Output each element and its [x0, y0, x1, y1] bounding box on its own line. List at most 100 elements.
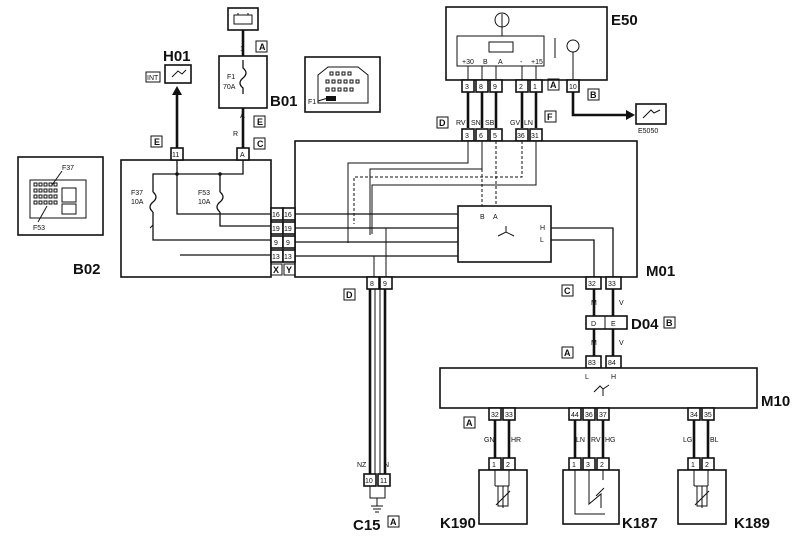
m01-int-ln [371, 141, 537, 234]
m10-pin-83: 83 [588, 360, 596, 367]
m01-ecu-b: B [480, 214, 485, 221]
m10-pin-35: 35 [704, 412, 712, 419]
b01-conn-top-box [255, 40, 268, 53]
k189-pin-1: 1 [691, 462, 695, 469]
k187-wire-rv: RV [591, 437, 601, 444]
m01-conn-d: D [439, 118, 446, 128]
m01-ecu-box [457, 205, 552, 263]
k190-pin-2: 2 [506, 462, 510, 469]
m01-pin-b8: 8 [370, 281, 374, 288]
k189-wire-bl: BL [710, 437, 719, 444]
c15-wire-n-label: N [384, 462, 389, 469]
b02-feed-9 [152, 212, 271, 241]
e50-pin-9: 9 [493, 84, 497, 91]
b02-pin-19: 19 [272, 226, 280, 233]
m10-pin-33: 33 [505, 412, 513, 419]
m10-pin-36: 36 [585, 412, 593, 419]
e50-conn-a: A [550, 80, 557, 90]
b02-conn-b01-box [253, 137, 266, 150]
c15-conn: A [390, 517, 397, 527]
m01-pin-32: 32 [588, 281, 596, 288]
e5050-label: E5050 [638, 128, 658, 135]
e50-pin-3: 3 [465, 84, 469, 91]
m10-pin-34: 34 [690, 412, 698, 419]
k190-label: K190 [440, 515, 476, 532]
c15-pin-10: 10 [365, 478, 373, 485]
e5050-arrow-icon [626, 110, 635, 120]
d04-wire-m-upper: M [591, 300, 597, 307]
m10-icon [593, 384, 610, 396]
m01-pin-9: 9 [286, 240, 290, 247]
inset-left-f53: F53 [33, 225, 45, 232]
k187-pin-3: 3 [586, 462, 590, 469]
k190-wire-gn: GN [484, 437, 495, 444]
b02-fuse53-label: F53 [198, 190, 210, 197]
d04-upper-d: D [591, 321, 596, 328]
d04-box [585, 315, 628, 330]
b01-fuse-rating: 70A [223, 84, 236, 91]
b01-conn-top: A [259, 42, 266, 52]
k187-box [562, 469, 620, 525]
e50-internal-block [456, 35, 545, 67]
k187-pin-2: 2 [600, 462, 604, 469]
h01-arrow-icon [172, 86, 182, 95]
m01-wire-ln: LN [524, 120, 533, 127]
d04-wire-m-lower: M [591, 340, 597, 347]
m01-pin-b9: 9 [383, 281, 387, 288]
b02-pin-13: 13 [272, 254, 280, 261]
e50-pin-top-1: B [483, 59, 488, 66]
b01-conn-bot-box [253, 115, 266, 128]
k190-pin-1: 1 [492, 462, 496, 469]
e50-pin-8: 8 [479, 84, 483, 91]
k189-resistor [696, 485, 708, 507]
d04-wire-v-lower: V [619, 340, 624, 347]
k187-pin-1: 1 [572, 462, 576, 469]
d04-label: D04 [631, 316, 659, 333]
m01-conn-f: F [547, 112, 553, 122]
m10-label: M10 [761, 393, 790, 410]
m01-conn-c-box [561, 284, 574, 297]
b02-fuse53 [216, 191, 224, 213]
k190-wire-hr: HR [511, 437, 521, 444]
m01-ecu-icon [497, 226, 515, 237]
d04-wire-v-upper: V [619, 300, 624, 307]
b02-fuse37-label: F37 [131, 190, 143, 197]
k189-wire-lg: LG [683, 437, 692, 444]
b02-label: B02 [73, 261, 101, 278]
m01-pin-36: 36 [517, 133, 525, 140]
e50-chip [488, 41, 514, 53]
m01-int-sn [369, 141, 483, 235]
e50-conn-b-box [587, 88, 600, 101]
h01-label: H01 [163, 48, 191, 65]
k187-label: K187 [622, 515, 658, 532]
b02-pin-16: 16 [272, 212, 280, 219]
m01-conn-c: C [564, 286, 571, 296]
m10-pin-44: 44 [571, 412, 579, 419]
d04-conn-box [663, 316, 676, 329]
h01-key-icon [171, 69, 187, 78]
b02-pin-9: 9 [274, 240, 278, 247]
inset-mid [304, 56, 381, 113]
b01-conn-bot: E [257, 117, 263, 127]
m01-conn-y: Y [286, 265, 292, 275]
m01-wire-rv: RV [456, 120, 466, 127]
e50-pin-top-2: A [498, 59, 503, 66]
m01-conn-f-box [544, 110, 557, 123]
b02-pin-b01: A [240, 152, 245, 159]
b02-node-right [218, 172, 222, 176]
c15-wire-nz-label: NZ [357, 462, 367, 469]
m10-pin-84: 84 [608, 360, 616, 367]
k187-wire-hg: HG [605, 437, 616, 444]
b02-bus-f37 [152, 160, 178, 192]
b02-conn-h01: E [154, 137, 160, 147]
e50-conn-a-box [547, 78, 560, 91]
b02-fuse37 [149, 191, 157, 213]
m01-ecu-h: H [540, 225, 545, 232]
d04-conn-a-box [561, 346, 574, 359]
inset-left [17, 156, 104, 236]
m10-conn-box [463, 416, 476, 429]
m10-conn: A [466, 418, 473, 428]
m01-ecu-l: L [540, 237, 544, 244]
inset-mid-f1: F1 [308, 99, 316, 106]
